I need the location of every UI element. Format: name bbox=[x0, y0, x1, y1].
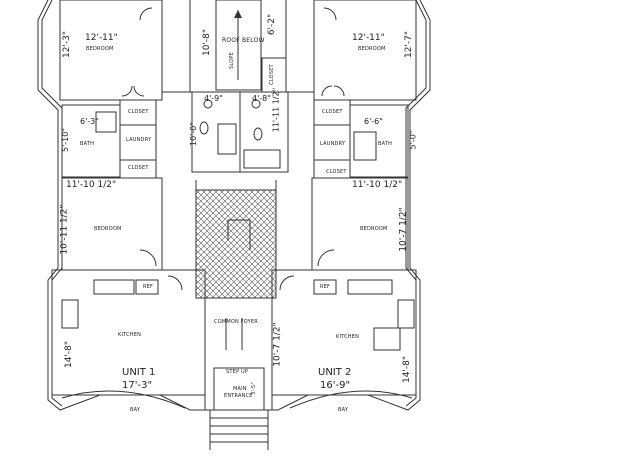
unit1-bath-wall bbox=[61, 104, 121, 178]
dim-u2-bath-w: 6'-6" bbox=[364, 117, 383, 126]
center-closet-label: CLOSET bbox=[268, 64, 275, 85]
dim-u1-bed-top-w: 12'-11" bbox=[85, 33, 118, 43]
dim-u2-bath-h: 5'-0" bbox=[408, 130, 418, 150]
unit2-bedroom-top-label: BEDROOM bbox=[358, 46, 386, 52]
unit1-bay-label: BAY bbox=[130, 407, 141, 413]
main-entrance-wall bbox=[213, 367, 265, 411]
stair-hatched bbox=[195, 189, 277, 299]
common-foyer-label: COMMON FOYER bbox=[214, 319, 258, 325]
step-up-label: STEP UP bbox=[226, 369, 249, 375]
center-bath-left bbox=[191, 91, 241, 173]
unit1-laundry-label: LAUNDRY bbox=[126, 137, 152, 143]
entry-stairs bbox=[209, 410, 269, 450]
unit2-bedroom-mid-wall bbox=[311, 177, 409, 271]
dim-c-bath2-h: 11'-11 1/2" bbox=[271, 87, 281, 133]
unit2-closet-b-label: CLOSET bbox=[326, 169, 347, 175]
dim-center-top-h2: 6'-2" bbox=[267, 13, 278, 36]
unit1-outer-wall bbox=[37, 0, 206, 411]
unit1-kitchen-label: KITCHEN bbox=[118, 332, 142, 338]
dim-u2-kitchen-h: 14'-8" bbox=[402, 355, 413, 384]
unit2-bath-label: BATH bbox=[378, 141, 393, 147]
unit1-ref-label: REF bbox=[143, 284, 154, 290]
unit1-bedroom-mid-wall bbox=[61, 177, 163, 271]
dim-u2-bed-top-h: 12'-7" bbox=[404, 30, 415, 59]
dim-center-top-h: 10'-8" bbox=[202, 28, 213, 57]
dim-c-bath1-w: 4'-9" bbox=[204, 94, 223, 103]
unit1-closet-a-label: CLOSET bbox=[128, 109, 149, 115]
unit2-bath-wall bbox=[349, 104, 409, 178]
dim-u1-bed-top-h: 12'-3" bbox=[62, 30, 73, 59]
unit1-size: 17'-3" bbox=[122, 380, 153, 391]
dim-u1-bed-mid-h: 10'-11 1/2" bbox=[59, 204, 70, 255]
roof-below-area bbox=[215, 0, 262, 91]
dim-u1-bath-h: 5'-10" bbox=[61, 127, 71, 153]
dim-u1-bed-mid-w: 11'-10 1/2" bbox=[66, 180, 117, 190]
unit2-laundry-label: LAUNDRY bbox=[320, 141, 346, 147]
unit2-outer-wall bbox=[271, 0, 431, 411]
center-bath-right bbox=[239, 91, 289, 173]
dim-u2-bed-mid-h: 10'-7 1/2" bbox=[398, 207, 409, 252]
dim-foyer-h: 10'-7 1/2" bbox=[272, 322, 283, 367]
unit2-name: UNIT 2 bbox=[318, 367, 352, 378]
unit1-closet-b-label: CLOSET bbox=[128, 165, 149, 171]
dim-entrance-w: 3'-5" bbox=[250, 382, 257, 395]
dim-u1-kitchen-h: 14'-8" bbox=[64, 340, 75, 369]
unit1-name: UNIT 1 bbox=[122, 367, 156, 378]
unit1-bedroom-mid-label: BEDROOM bbox=[94, 226, 122, 232]
main-entrance-label-2: ENTRANCE bbox=[224, 393, 253, 399]
slope-label: SLOPE bbox=[228, 52, 235, 69]
unit2-ref-label: REF bbox=[320, 284, 331, 290]
main-entrance-label-1: MAIN bbox=[233, 386, 247, 392]
unit2-kitchen-label: KITCHEN bbox=[336, 334, 360, 340]
unit2-closet-a-label: CLOSET bbox=[322, 109, 343, 115]
unit1-bedroom-top-label: BEDROOM bbox=[86, 46, 114, 52]
dim-c-bath1-h: 10'-0" bbox=[189, 121, 199, 147]
unit2-bay-label: BAY bbox=[338, 407, 349, 413]
dim-u1-bath-w: 6'-3" bbox=[80, 117, 99, 126]
dim-u2-bed-mid-w: 11'-10 1/2" bbox=[352, 180, 403, 190]
unit2-bedroom-mid-label: BEDROOM bbox=[360, 226, 388, 232]
unit2-size: 16'-9" bbox=[320, 380, 351, 391]
unit1-bath-label: BATH bbox=[80, 141, 95, 147]
roof-below-label: ROOF BELOW bbox=[222, 37, 265, 44]
dim-u2-bed-top-w: 12'-11" bbox=[352, 33, 385, 43]
dim-c-bath2-w: 4'-8" bbox=[252, 94, 271, 103]
